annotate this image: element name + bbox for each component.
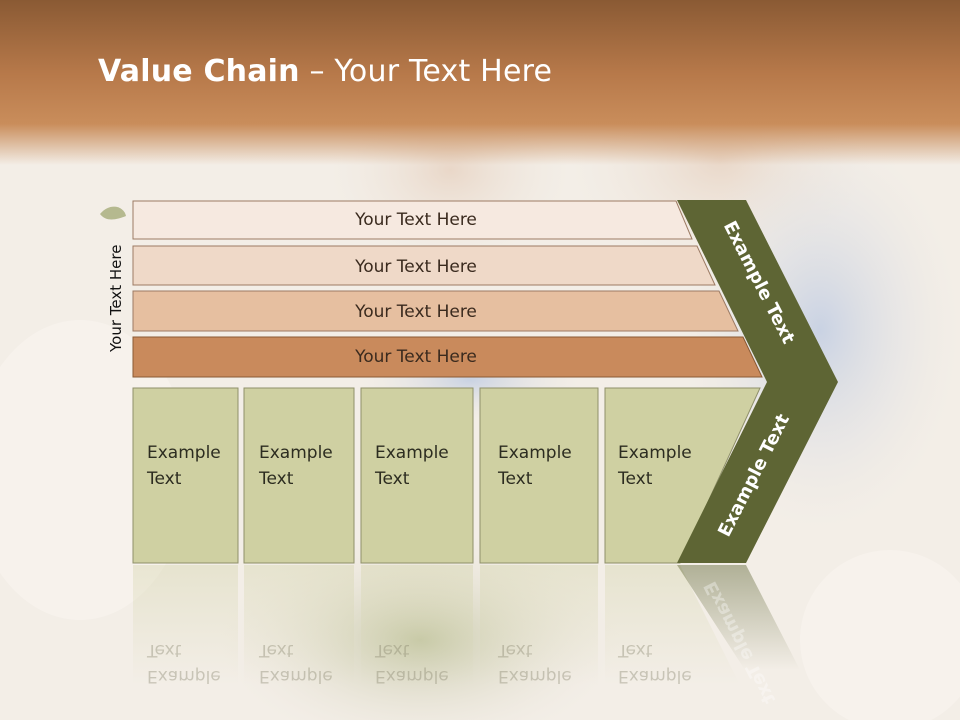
bar-2 (132, 245, 716, 286)
chevron: Example Text Example Text (677, 200, 838, 563)
box-5-line2: Text (617, 469, 653, 489)
bars-group: Your Text Here Your Text Here Your Text … (132, 200, 763, 378)
box-3 (360, 387, 474, 564)
chevron-shape (677, 200, 838, 563)
bar-3-label: Your Text Here (354, 302, 477, 322)
box-4-reflection-line1: Example (498, 666, 572, 686)
box-1-reflection (133, 565, 238, 685)
box-4-reflection (480, 565, 598, 685)
box-2-reflection-line2: Text (258, 640, 294, 660)
title-rest: – Your Text Here (299, 54, 553, 89)
chevron-reflection (677, 565, 800, 670)
box-3-line1: Example (375, 443, 449, 463)
box-5-reflection-line1: Example (618, 666, 692, 686)
box-1-line2: Text (146, 469, 182, 489)
box-3-reflection-line2: Text (374, 640, 410, 660)
box-4 (479, 387, 599, 564)
box-5-line1: Example (618, 443, 692, 463)
boxes-group: Example Text Example Text Example Text E… (132, 387, 761, 564)
box-1-line1: Example (147, 443, 221, 463)
bar-4 (132, 336, 763, 378)
box-2 (243, 387, 355, 564)
bar-1 (132, 200, 693, 240)
box-4-line1: Example (498, 443, 572, 463)
bar-2-label: Your Text Here (354, 257, 477, 277)
box-1-reflection-line2: Text (146, 640, 182, 660)
box-2-line2: Text (258, 469, 294, 489)
side-label: Your Text Here (107, 245, 125, 353)
title-bold: Value Chain (98, 54, 300, 89)
box-2-reflection (244, 565, 354, 685)
bar-4-label: Your Text Here (354, 347, 477, 367)
box-3-reflection (361, 565, 473, 685)
box-1-reflection-line1: Example (147, 666, 221, 686)
box-5-reflection-line2: Text (617, 640, 653, 660)
box-2-reflection-line1: Example (259, 666, 333, 686)
box-3-line2: Text (374, 469, 410, 489)
bar-1-label: Your Text Here (354, 210, 477, 230)
box-4-reflection-line2: Text (497, 640, 533, 660)
box-1 (132, 387, 239, 564)
slide-title: Value Chain – Your Text Here (98, 54, 552, 89)
box-5-reflection (605, 565, 740, 685)
box-4-line2: Text (497, 469, 533, 489)
bar-3 (132, 290, 739, 332)
leaf-accent (100, 206, 126, 220)
reflection: Example Text Example Text Example Text E… (133, 565, 800, 708)
box-2-line1: Example (259, 443, 333, 463)
header-band (0, 0, 960, 165)
box-3-reflection-line1: Example (375, 666, 449, 686)
